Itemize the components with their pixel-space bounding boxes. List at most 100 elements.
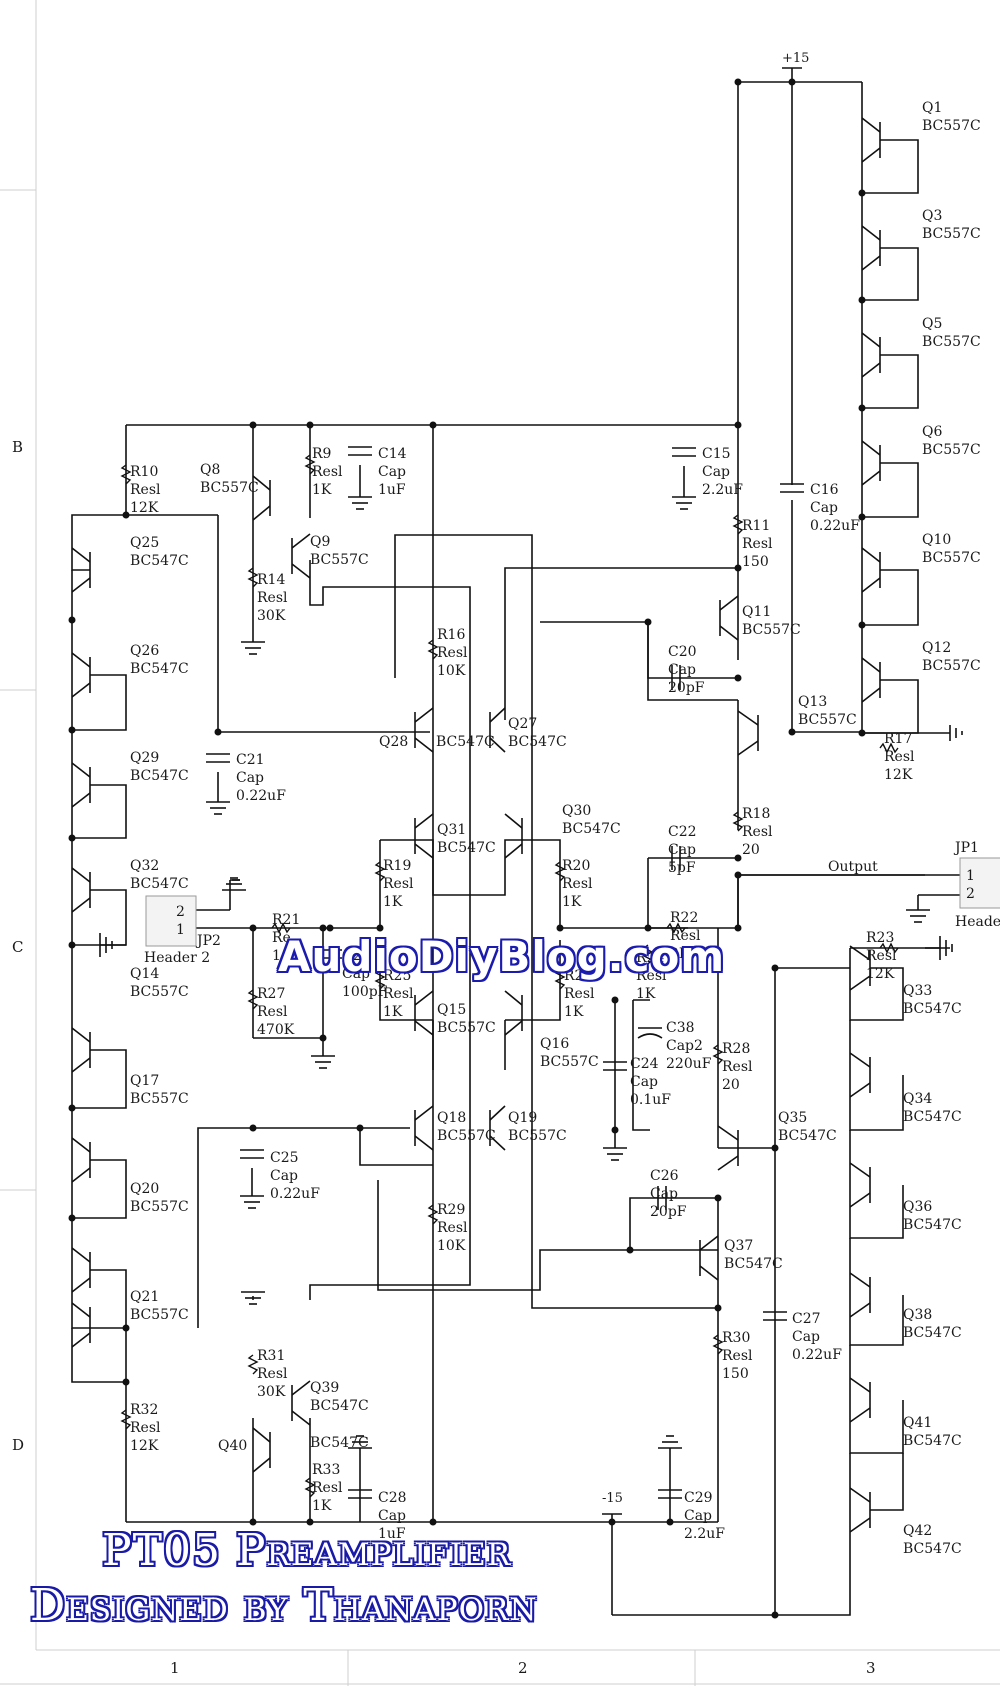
transistor-ref-q20: Q20 bbox=[130, 1181, 159, 1197]
resistor-ref-r19: R19 bbox=[383, 858, 411, 874]
resistor-value-r30: 150 bbox=[722, 1366, 749, 1382]
header-jp1-name: Header bbox=[955, 914, 1000, 930]
capacitor-value-c26: 20pF bbox=[650, 1204, 687, 1220]
header-jp1-ref: JP1 bbox=[953, 840, 979, 856]
capacitor-value-c21: 0.22uF bbox=[236, 788, 286, 804]
resistor-kind-r22: Resl bbox=[670, 928, 701, 944]
resistor-value-r10: 12K bbox=[130, 500, 159, 516]
col-label-2: 2 bbox=[518, 1659, 528, 1677]
resistor-value-r19: 1K bbox=[383, 894, 403, 910]
transistor-ref-q35: Q35 bbox=[778, 1110, 807, 1126]
transistor-ref-q31: Q31 bbox=[437, 822, 466, 838]
row-label-b: B bbox=[12, 438, 23, 456]
capacitor-value-c23: 100pF bbox=[342, 984, 388, 1000]
capacitor-kind-c28: Cap bbox=[378, 1508, 406, 1524]
resistor-ref-r27: R27 bbox=[257, 986, 285, 1002]
component-labels: Q1BC557CQ3BC557CQ5BC557CQ6BC557CQ10BC557… bbox=[130, 100, 981, 1557]
wires bbox=[71, 67, 960, 1616]
transistor-part-q12: BC557C bbox=[922, 658, 981, 674]
header-jp2-pin2: 2 bbox=[176, 904, 185, 920]
border-labels: B C D 1 2 3 bbox=[12, 438, 876, 1677]
resistor-value-r21: 1 bbox=[272, 948, 281, 964]
resistor-kind-r16: Resl bbox=[437, 645, 468, 661]
transistor-ref-q5: Q5 bbox=[922, 316, 942, 332]
resistor-ref-r25: R25 bbox=[383, 968, 411, 984]
transistor-part-q37: BC547C bbox=[724, 1256, 783, 1272]
transistor-part-q14: BC557C bbox=[130, 984, 189, 1000]
resistor-ref-r17: R17 bbox=[884, 731, 912, 747]
resistor-ref-r22: R22 bbox=[670, 910, 698, 926]
resistor-kind-r32: Resl bbox=[130, 1420, 161, 1436]
transistor-part-q25: BC547C bbox=[130, 553, 189, 569]
resistor-kind-r18: Resl bbox=[742, 824, 773, 840]
resistor-value-r28: 20 bbox=[722, 1077, 740, 1093]
transistor-part-q33: BC547C bbox=[903, 1001, 962, 1017]
transistor-part-q1: BC557C bbox=[922, 118, 981, 134]
transistor-ref-q40: Q40 bbox=[218, 1438, 247, 1454]
transistor-ref-q19: Q19 bbox=[508, 1110, 537, 1126]
transistor-part-q8: BC557C bbox=[200, 480, 259, 496]
resistor-value-r32: 12K bbox=[130, 1438, 159, 1454]
resistor-ref-r21: R21 bbox=[272, 912, 300, 928]
transistor-part-q5: BC557C bbox=[922, 334, 981, 350]
resistor-kind-r23: Resl bbox=[866, 948, 897, 964]
resistor-ref-r32: R32 bbox=[130, 1402, 158, 1418]
watermark: AudioDiyBlog.com bbox=[278, 932, 726, 981]
pos-rail-label: +15 bbox=[782, 51, 809, 66]
resistor-value-r9: 1K bbox=[312, 482, 332, 498]
header-jp1-pin1: 1 bbox=[966, 868, 975, 884]
capacitor-value-c20: 20pF bbox=[668, 680, 705, 696]
transistor-ref-q29: Q29 bbox=[130, 750, 159, 766]
resistor-kind-r11: Resl bbox=[742, 536, 773, 552]
transistor-part-q19: BC557C bbox=[508, 1128, 567, 1144]
transistor-part-q15: BC557C bbox=[437, 1020, 496, 1036]
resistor-kind-r9: Resl bbox=[312, 464, 343, 480]
resistor-kind-r28: Resl bbox=[722, 1059, 753, 1075]
transistor-ref-q13: Q13 bbox=[798, 694, 827, 710]
transistor-ref-q28: Q28 bbox=[379, 734, 408, 750]
resistor-value-r18: 20 bbox=[742, 842, 760, 858]
resistor-ref-r23: R23 bbox=[866, 930, 894, 946]
capacitor-kind-c22: Cap bbox=[668, 842, 696, 858]
resistor-bodies bbox=[120, 454, 899, 1498]
resistor-value-r23: 12K bbox=[866, 966, 895, 982]
capacitor-ref-c23: C23 bbox=[342, 948, 371, 964]
resistor-ref-r24: R24 bbox=[636, 950, 664, 966]
resistor-ref-r30: R30 bbox=[722, 1330, 750, 1346]
transistor-part-q26: BC547C bbox=[130, 661, 189, 677]
neg-rail-label: -15 bbox=[602, 1491, 623, 1506]
resistor-value-r14: 30K bbox=[257, 608, 286, 624]
capacitor-kind-c26: Cap bbox=[650, 1186, 678, 1202]
resistor-kind-r31: Resl bbox=[257, 1366, 288, 1382]
capacitor-kind-c29: Cap bbox=[684, 1508, 712, 1524]
transistor-part-q41: BC547C bbox=[903, 1433, 962, 1449]
transistor-ref-q25: Q25 bbox=[130, 535, 159, 551]
capacitor-ref-c14: C14 bbox=[378, 446, 407, 462]
resistor-ref-r11: R11 bbox=[742, 518, 770, 534]
transistor-part-q29: BC547C bbox=[130, 768, 189, 784]
resistor-value-r29: 10K bbox=[437, 1238, 466, 1254]
resistor-ref-r16: R16 bbox=[437, 627, 465, 643]
resistor-kind-r19: Resl bbox=[383, 876, 414, 892]
resistor-ref-r14: R14 bbox=[257, 572, 285, 588]
transistor-part-q32: BC547C bbox=[130, 876, 189, 892]
resistor-ref-r33: R33 bbox=[312, 1462, 340, 1478]
resistor-ref-r31: R31 bbox=[257, 1348, 285, 1364]
transistor-ref-q17: Q17 bbox=[130, 1073, 159, 1089]
capacitor-value-c25: 0.22uF bbox=[270, 1186, 320, 1202]
resistor-ref-r20: R20 bbox=[562, 858, 590, 874]
capacitor-kind-c38: Cap2 bbox=[666, 1038, 703, 1054]
transistor-part-q18: BC557C bbox=[437, 1128, 496, 1144]
transistor-part-q31: BC547C bbox=[437, 840, 496, 856]
capacitor-ref-c25: C25 bbox=[270, 1150, 299, 1166]
transistor-part-q9: BC557C bbox=[310, 552, 369, 568]
resistor-kind-r17: Resl bbox=[884, 749, 915, 765]
transistor-part-q34: BC547C bbox=[903, 1109, 962, 1125]
capacitor-kind-c14: Cap bbox=[378, 464, 406, 480]
transistor-part-q21: BC557C bbox=[130, 1307, 189, 1323]
resistor-value-r22: 2K bbox=[670, 946, 690, 962]
capacitor-ref-c21: C21 bbox=[236, 752, 265, 768]
transistor-bodies bbox=[71, 117, 881, 1533]
